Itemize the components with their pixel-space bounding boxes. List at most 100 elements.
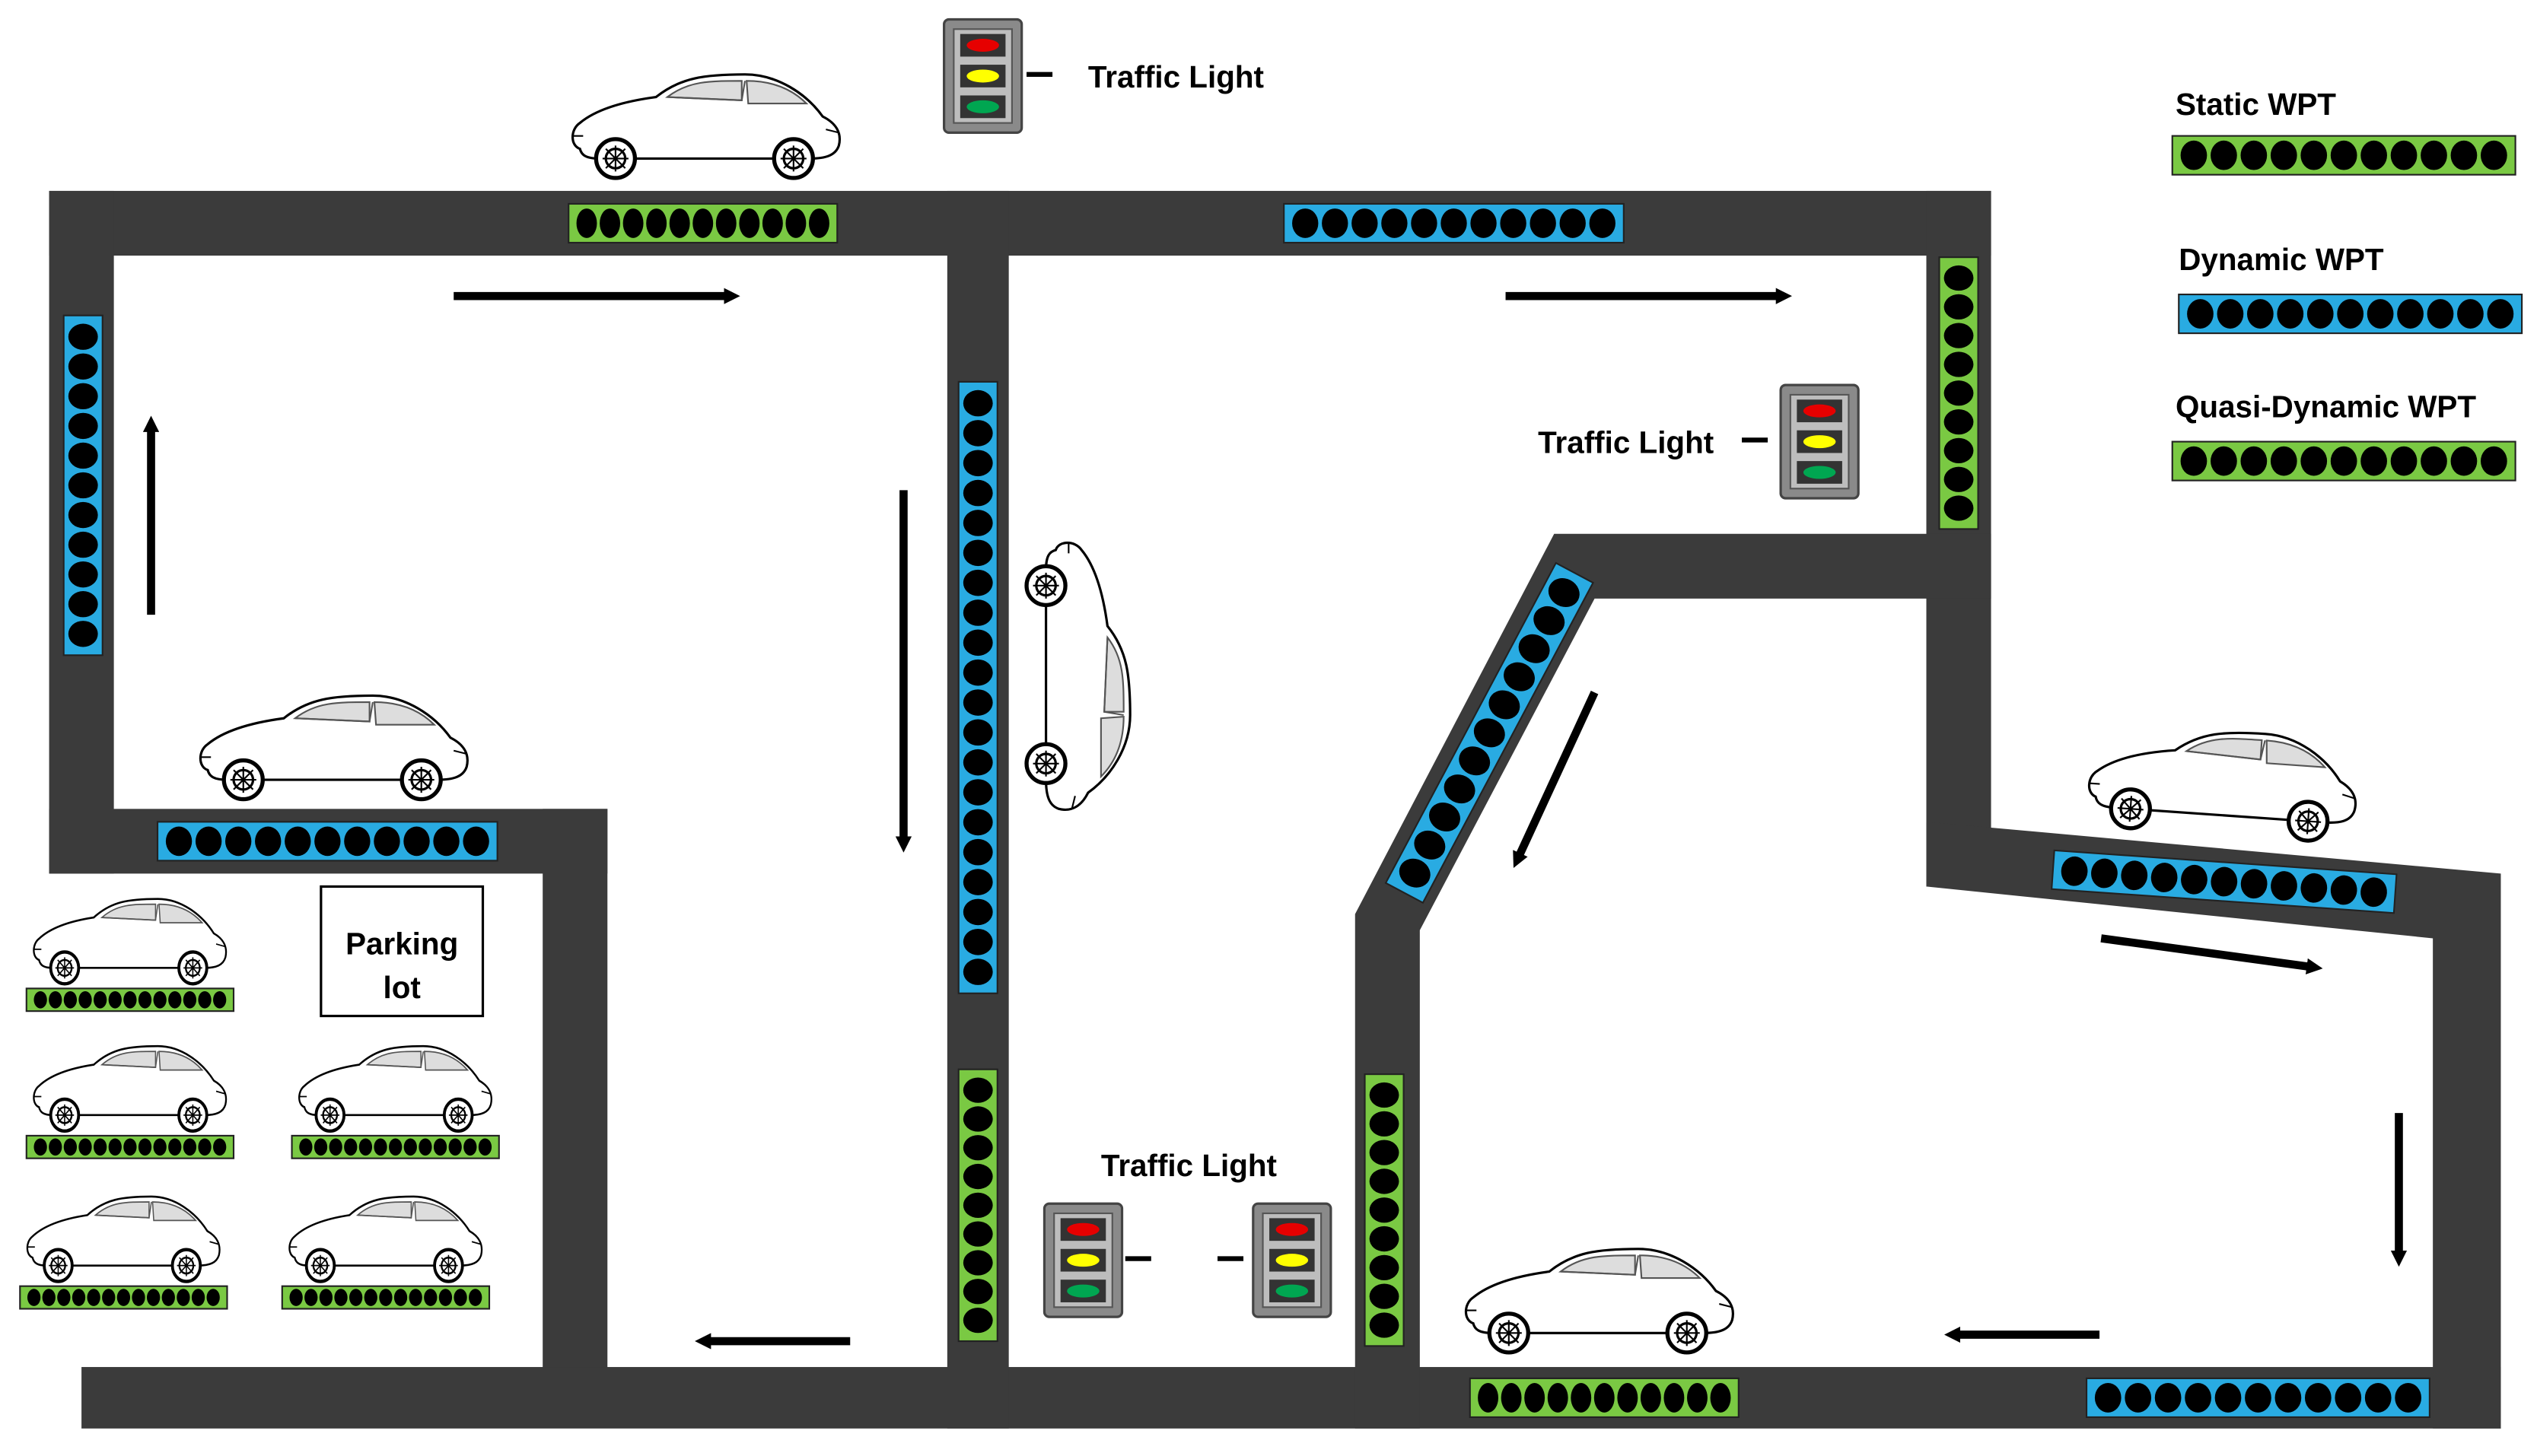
- wpt-coil-icon: [78, 1138, 92, 1156]
- wpt-coil-icon: [963, 1221, 993, 1247]
- wpt-coil-icon: [1943, 466, 1974, 492]
- wpt-strip-static: [568, 202, 839, 244]
- wpt-coil-icon: [433, 1138, 447, 1156]
- car-icon: [1465, 1249, 1733, 1353]
- wpt-strip-dynamic: [1283, 202, 1625, 244]
- wpt-coil-icon: [2330, 875, 2357, 905]
- car-icon: [27, 1197, 219, 1282]
- wpt-coil-icon: [349, 1289, 363, 1306]
- wpt-coil-icon: [1369, 1254, 1399, 1280]
- wpt-coil-icon: [2360, 446, 2387, 476]
- wpt-coil-icon: [1292, 208, 1319, 238]
- road-right-slope: [1926, 822, 2501, 1429]
- wpt-coil-icon: [132, 1289, 145, 1306]
- wpt-coil-icon: [1369, 1168, 1399, 1194]
- wpt-coil-icon: [1663, 1383, 1685, 1413]
- wpt-coil-icon: [68, 412, 98, 440]
- wpt-coil-icon: [198, 1138, 212, 1156]
- legend-swatch-dynamic: [2178, 293, 2523, 335]
- wpt-coil-icon: [108, 990, 122, 1009]
- wpt-coil-icon: [1943, 380, 1974, 406]
- wpt-coil-icon: [153, 1138, 167, 1156]
- wpt-coil-icon: [1943, 351, 1974, 377]
- wpt-coil-icon: [358, 1138, 373, 1156]
- wpt-coil-icon: [63, 990, 78, 1009]
- wpt-coil-icon: [1593, 1383, 1615, 1413]
- wpt-coil-icon: [68, 531, 98, 558]
- wpt-coil-icon: [2217, 299, 2244, 329]
- wpt-coil-icon: [2367, 299, 2394, 329]
- wpt-strip-static: [281, 1285, 491, 1310]
- wpt-coil-icon: [715, 208, 737, 238]
- wpt-coil-icon: [963, 450, 993, 477]
- wpt-coil-icon: [1687, 1383, 1708, 1413]
- wpt-coil-icon: [329, 1138, 342, 1156]
- wpt-coil-icon: [206, 1289, 220, 1306]
- wpt-coil-icon: [2360, 877, 2387, 908]
- wpt-coil-icon: [1444, 774, 1475, 804]
- wpt-coil-icon: [285, 826, 311, 857]
- wpt-coil-icon: [42, 1289, 56, 1306]
- wpt-coil-icon: [224, 826, 252, 857]
- wpt-coil-icon: [2181, 864, 2208, 895]
- wpt-coil-icon: [2335, 1383, 2362, 1413]
- wpt-coil-icon: [1470, 208, 1497, 238]
- wpt-coil-icon: [646, 208, 667, 238]
- direction-arrows: [142, 288, 2408, 1350]
- wpt-coil-icon: [963, 569, 993, 596]
- wpt-coil-icon: [2390, 446, 2418, 476]
- wpt-coil-icon: [1351, 208, 1378, 238]
- wpt-coil-icon: [2247, 299, 2274, 329]
- wpt-coil-icon: [463, 1138, 477, 1156]
- car-icon: [2086, 722, 2360, 844]
- wpt-coil-icon: [2240, 446, 2268, 476]
- wpt-coil-icon: [2364, 1383, 2392, 1413]
- wpt-coil-icon: [1414, 830, 1446, 860]
- car-icon: [199, 695, 467, 799]
- wpt-coil-icon: [2185, 1383, 2211, 1413]
- wpt-coil-icon: [963, 689, 993, 716]
- wpt-coil-icon: [344, 1138, 358, 1156]
- traffic-light-label: Traffic Light: [1538, 424, 1714, 459]
- wpt-coil-icon: [78, 990, 92, 1009]
- wpt-coil-icon: [1710, 1383, 1731, 1413]
- wpt-coil-icon: [600, 208, 620, 238]
- wpt-coil-icon: [963, 1250, 993, 1276]
- wpt-coil-icon: [153, 990, 167, 1009]
- road-parking-side: [543, 809, 608, 1424]
- wpt-coil-icon: [403, 826, 430, 857]
- traffic-light-label: Traffic Light: [1088, 59, 1264, 94]
- legend-swatch-static: [2171, 135, 2516, 176]
- parking-lot-label-line1: Parking: [345, 927, 458, 962]
- wpt-coil-icon: [198, 990, 212, 1009]
- wpt-coil-icon: [108, 1138, 122, 1156]
- wpt-coil-icon: [963, 510, 993, 536]
- wpt-coil-icon: [68, 501, 98, 529]
- wpt-coil-icon: [963, 1307, 993, 1334]
- wpt-coil-icon: [165, 826, 193, 857]
- wpt-coil-icon: [183, 990, 197, 1009]
- traffic-light-icon: [1779, 383, 1860, 500]
- wpt-coil-icon: [183, 1138, 197, 1156]
- labels: Traffic Light Traffic Light Traffic Ligh…: [320, 59, 1714, 1183]
- traffic-light-icon: [1042, 1202, 1124, 1318]
- wpt-coil-icon: [68, 353, 98, 380]
- wpt-coil-icon: [364, 1289, 377, 1306]
- wpt-coil-icon: [1943, 323, 1974, 348]
- wpt-coil-icon: [963, 779, 993, 806]
- wpt-coil-icon: [68, 591, 98, 618]
- wpt-strip-quasi: [1938, 256, 1979, 530]
- wpt-coil-icon: [2337, 299, 2364, 329]
- wpt-coil-icon: [2154, 1383, 2182, 1413]
- wpt-coil-icon: [93, 990, 107, 1009]
- wpt-coil-icon: [1501, 1383, 1522, 1413]
- wpt-coil-icon: [177, 1289, 190, 1306]
- wpt-coil-icon: [344, 826, 371, 857]
- wpt-coil-icon: [809, 208, 829, 238]
- wpt-coil-icon: [2240, 140, 2268, 170]
- legend-static-label: Static WPT: [2176, 87, 2336, 122]
- car-icon: [571, 75, 839, 178]
- car-icon: [33, 899, 226, 984]
- wpt-coil-icon: [68, 472, 98, 499]
- wpt-coil-icon: [1381, 208, 1408, 238]
